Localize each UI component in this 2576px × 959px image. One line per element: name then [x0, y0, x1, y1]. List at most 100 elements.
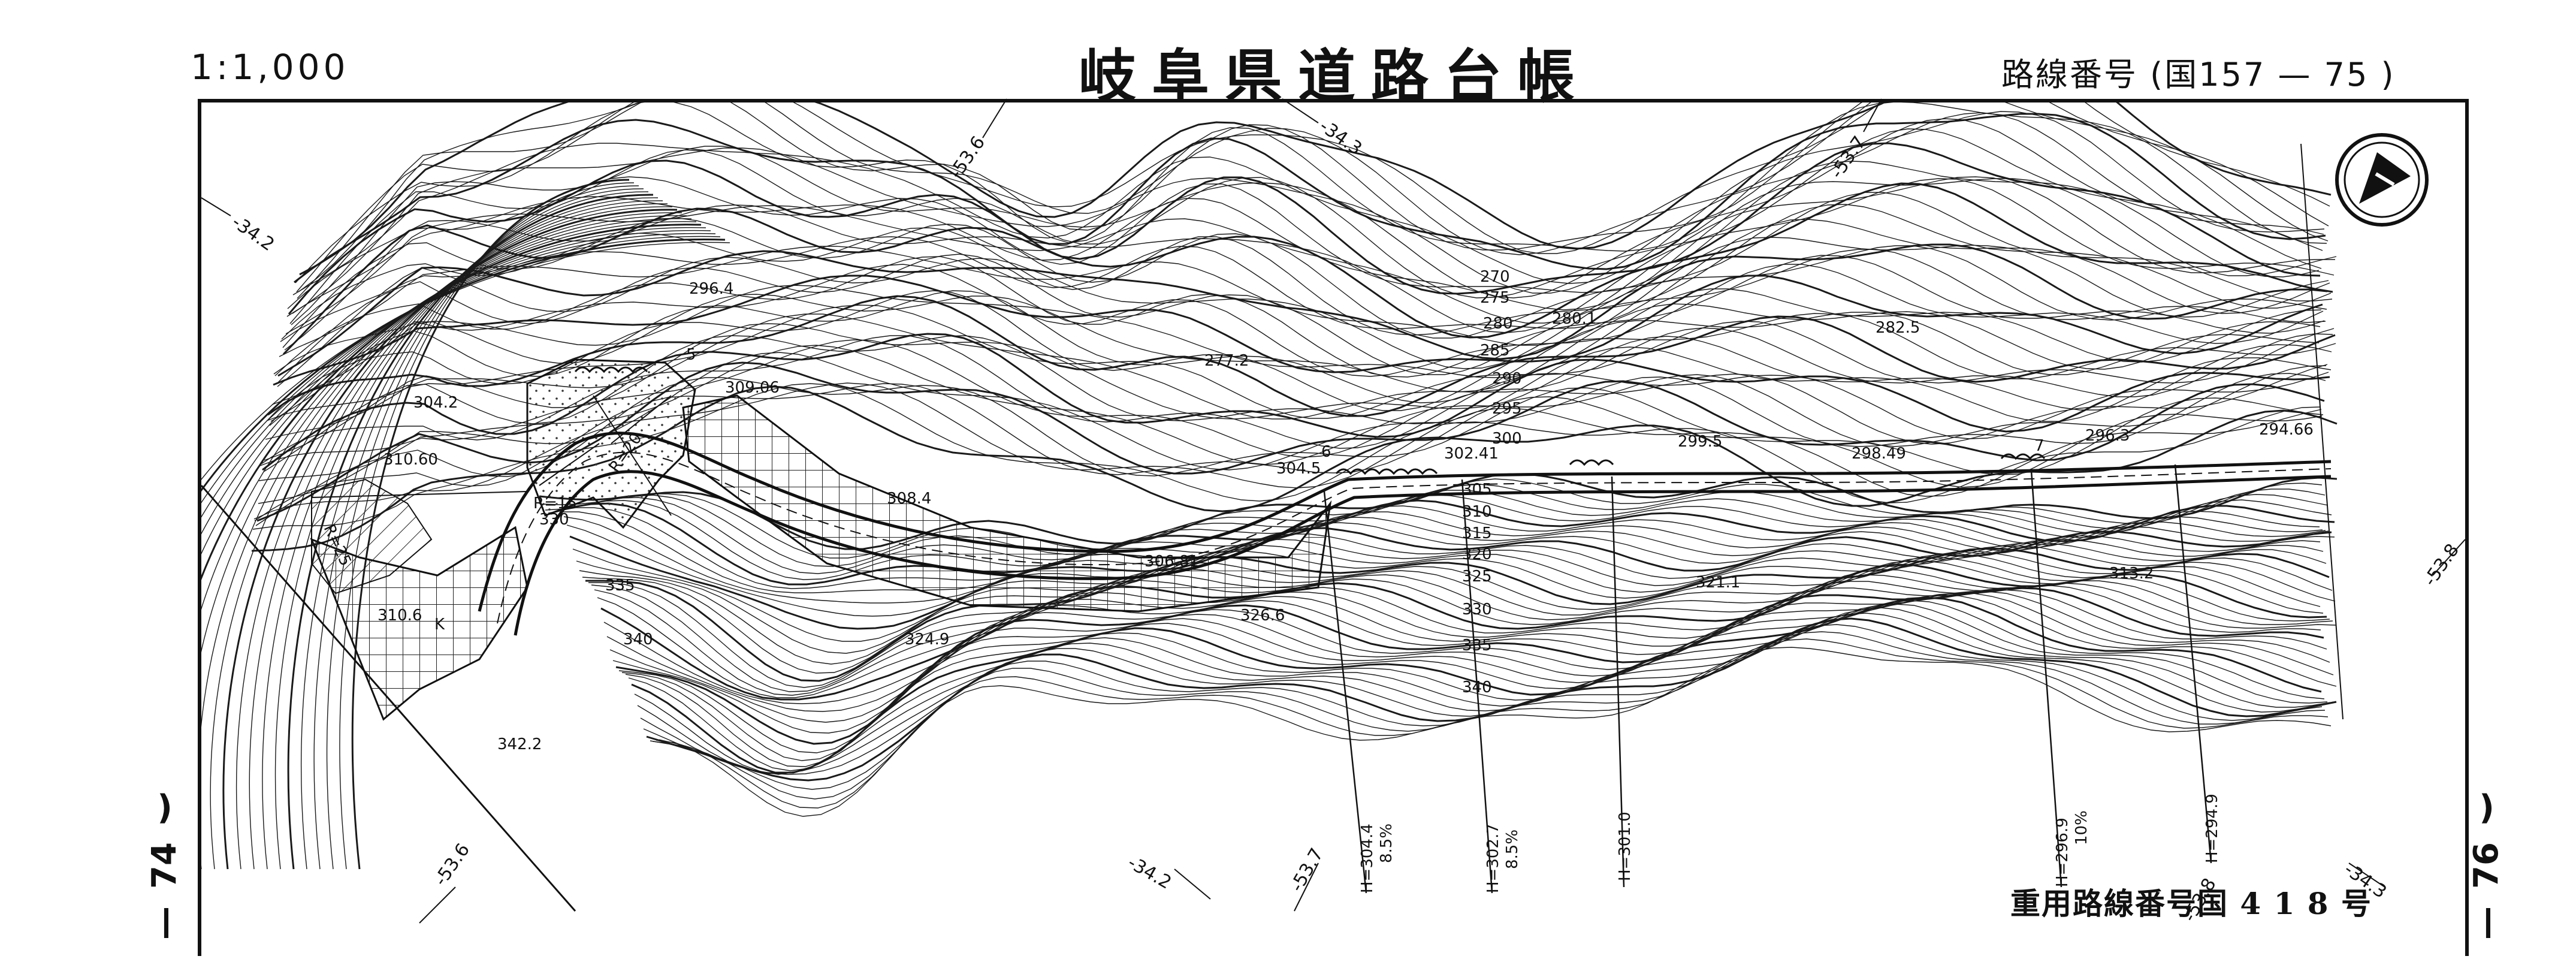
contour-line	[339, 182, 635, 870]
section-h-3: H=301.0	[1616, 812, 1634, 881]
contour-label-335-left: 335	[605, 577, 635, 595]
elev-280-1: 280.1	[1552, 310, 1596, 328]
contour-line	[282, 182, 2333, 355]
contour-line	[262, 200, 663, 870]
section-grade-4: 10%	[2073, 810, 2091, 845]
section-line-3	[1611, 476, 1625, 888]
contour-line	[297, 102, 2329, 299]
embankment-area	[311, 478, 433, 595]
adjacent-sheet-right: ) 76 —	[2451, 779, 2523, 952]
section-h-2: H=302.7	[1484, 824, 1502, 893]
section-h-1: H=304.4	[1358, 824, 1376, 893]
elev-304-2: 304.2	[413, 394, 458, 412]
contour-line	[282, 192, 2333, 348]
elev-298-49: 298.49	[1852, 445, 1906, 463]
contour-line	[588, 550, 2333, 688]
contour-line	[326, 185, 639, 870]
contour-line	[274, 255, 2325, 378]
contour-line	[554, 499, 2335, 586]
contour-line	[287, 161, 2320, 309]
section-line-5	[2174, 464, 2212, 864]
contour-line	[235, 206, 673, 870]
contour-line	[594, 557, 2321, 696]
contour-line	[582, 545, 2327, 674]
contour-line	[569, 527, 2332, 630]
contour-line	[288, 142, 2321, 315]
grid-line-right	[2300, 143, 2344, 720]
contour-line	[637, 604, 2328, 774]
contour-line	[201, 224, 702, 581]
elev-294-66: 294.66	[2259, 421, 2314, 439]
contour-line	[201, 242, 730, 481]
contour-label-330-left: 330	[539, 511, 569, 529]
contour-line	[201, 236, 721, 503]
contour-line	[591, 553, 2336, 692]
cut-slope-area	[682, 394, 1332, 613]
k-mark: K	[434, 616, 445, 634]
contour-line	[300, 191, 649, 870]
contour-label-290: 290	[1492, 370, 1522, 388]
radius-label-15: R=15	[533, 494, 577, 512]
retaining-wall	[1335, 468, 1438, 475]
contour-line	[287, 194, 654, 870]
contour-line	[201, 233, 716, 518]
contour-label-310: 310	[1462, 503, 1492, 521]
elev-296-3: 296.3	[2085, 427, 2130, 445]
elev-313-2: 313.2	[2109, 565, 2154, 583]
contour-label-295: 295	[1492, 400, 1522, 418]
station-5: 5	[686, 346, 696, 364]
radius-line-3	[611, 395, 672, 444]
contour-line	[656, 638, 2329, 809]
elev-277-2: 277.2	[1204, 352, 1249, 370]
route-number: 路線番号 (国157 — 75 )	[2001, 56, 2396, 94]
contour-line	[270, 294, 2321, 422]
contour-label-300: 300	[1492, 430, 1522, 448]
elev-302-41: 302.41	[1444, 445, 1499, 463]
grid-label-bottom-2: -34.2	[1124, 852, 1175, 894]
elev-306-81: 306.81	[1144, 553, 1199, 571]
elev-326-6: 326.6	[1240, 607, 1285, 625]
contour-label-285: 285	[1480, 342, 1510, 360]
contour-line	[299, 102, 2332, 276]
section-profile-labels: H=304.4 8.5% H=302.7 8.5% H=301.0 H=296.…	[1358, 794, 2221, 893]
overlap-route-number: 重用路線番号国 4 1 8 号	[2010, 886, 2372, 921]
contour-line	[201, 218, 692, 653]
contour-line	[634, 600, 2325, 775]
contour-line	[201, 215, 687, 869]
contour-line	[279, 237, 2329, 357]
contour-line	[563, 516, 2326, 604]
retaining-wall-4	[574, 366, 648, 373]
elev-309-06: 309.06	[725, 379, 780, 397]
section-line-2	[1461, 479, 1493, 894]
contour-label-280: 280	[1483, 315, 1513, 333]
grid-label-top-3: -53.7	[1826, 132, 1870, 183]
grid-label-right-1: -53.8	[2420, 540, 2463, 590]
contour-line	[210, 212, 682, 870]
retaining-wall-2	[1569, 459, 1614, 466]
contour-line	[579, 542, 2324, 665]
contour-label-305: 305	[1462, 481, 1492, 499]
contour-line	[201, 221, 697, 610]
contour-line	[277, 243, 2328, 377]
side-right-paren: )	[2479, 788, 2495, 827]
contour-label-325: 325	[1462, 568, 1492, 586]
contour-line	[291, 118, 2323, 325]
contour-label-335: 335	[1462, 637, 1492, 655]
contour-label-340-left: 340	[623, 631, 653, 649]
contour-line	[277, 245, 2327, 387]
contour-line	[585, 547, 2330, 682]
adjacent-sheet-left: ) 74 —	[129, 779, 201, 952]
contour-line	[222, 209, 678, 870]
contour-line	[289, 128, 2322, 324]
contour-line	[201, 230, 711, 535]
elev-342-2: 342.2	[497, 735, 542, 753]
contour-line	[274, 197, 659, 870]
contour-line	[597, 560, 2324, 698]
contour-line	[276, 249, 2326, 385]
retaining-wall-3	[2000, 453, 2046, 460]
elev-310-6: 310.6	[378, 607, 422, 625]
road-edge-upper	[478, 432, 2332, 612]
station-6: 6	[1321, 443, 1331, 461]
contour-line	[201, 227, 706, 555]
contour-line	[625, 593, 2334, 767]
